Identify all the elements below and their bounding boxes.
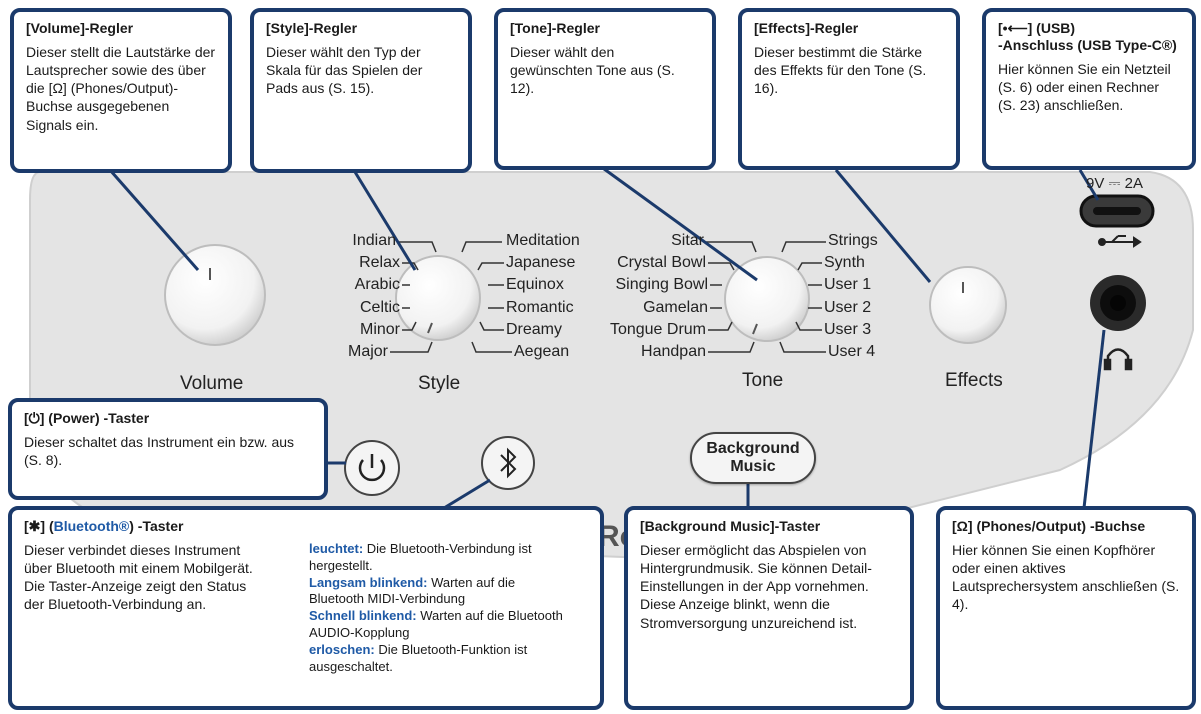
tone-label-user2: User 2 <box>824 299 872 316</box>
volume-knob <box>164 244 266 346</box>
style-label: Style <box>418 373 461 394</box>
callout-title: [⏻] (Power) -Taster <box>24 410 150 426</box>
panel-body <box>29 171 1194 562</box>
style-label-minor: Minor <box>359 321 400 338</box>
bluetooth-button <box>481 436 535 490</box>
callout-text: Dieser verbindet dieses Instrument über … <box>24 541 253 613</box>
tone-label-crystal-bowl: Crystal Bowl <box>617 254 706 271</box>
tone-label-singing-bowl: Singing Bowl <box>615 276 709 293</box>
tone-label-user3: User 3 <box>824 321 872 338</box>
callout-style: [Style]-Regler Dieser wählt den Typ der … <box>250 8 472 173</box>
tone-label-tongue-drum: Tongue Drum <box>609 321 706 338</box>
tone-label-synth: Synth <box>824 254 865 271</box>
tone-label-gamelan: Gamelan <box>643 299 708 316</box>
usb-symbol-icon <box>1098 235 1142 248</box>
style-label-relax: Relax <box>359 254 400 271</box>
callout-tone: [Tone]-Regler Dieser wählt den gewünscht… <box>494 8 716 170</box>
callout-title: [Background Music]-Taster <box>640 518 821 534</box>
callout-usb: [•⟵] (USB)-Anschluss (USB Type-C®) Hier … <box>982 8 1196 170</box>
bluetooth-state-item: leuchtet: Die Bluetooth-Verbindung ist h… <box>309 540 532 573</box>
callout-text: Dieser ermöglicht das Abspielen von Hint… <box>640 541 872 631</box>
callout-title: [Tone]-Regler <box>510 20 600 36</box>
style-label-aegean: Aegean <box>514 343 570 360</box>
tone-label-user4: User 4 <box>828 343 876 360</box>
callout-title: [Style]-Regler <box>266 20 358 36</box>
style-label-arabic: Arabic <box>354 276 400 293</box>
style-label-major: Major <box>347 343 388 360</box>
tone-label-sitar: Sitar <box>671 232 704 249</box>
style-label-romantic: Romantic <box>506 299 574 316</box>
callout-bluetooth: [✱] (Bluetooth®) -Taster Dieser verbinde… <box>8 506 604 710</box>
callout-text: Dieser schaltet das Instrument ein bzw. … <box>24 433 295 468</box>
phones-jack <box>1090 275 1146 331</box>
callout-text: Hier können Sie ein Netzteil (S. 6) oder… <box>998 60 1171 113</box>
effects-knob <box>929 266 1007 344</box>
style-label-dreamy: Dreamy <box>506 321 563 338</box>
tone-scale-lines <box>706 241 826 353</box>
bluetooth-state-list: leuchtet: Die Bluetooth-Verbindung ist h… <box>309 541 569 676</box>
headphones-icon <box>1103 348 1133 371</box>
callout-background-music: [Background Music]-Taster Dieser ermögli… <box>624 506 914 710</box>
style-label-meditation: Meditation <box>506 232 580 249</box>
callout-title: [•⟵] (USB)-Anschluss (USB Type-C®) <box>998 20 1177 53</box>
callout-title: [Effects]-Regler <box>754 20 859 36</box>
power-button <box>344 440 400 496</box>
tone-knob <box>724 256 810 342</box>
usb-power-rating: 9V ⎓ 2A <box>1086 175 1143 192</box>
leader-lines <box>108 164 1106 510</box>
effects-label: Effects <box>945 370 1003 391</box>
style-label-japanese: Japanese <box>506 254 576 271</box>
style-label-celtic: Celtic <box>359 299 400 316</box>
callout-title: [Volume]-Regler <box>26 20 134 36</box>
style-scale-lines <box>390 241 512 353</box>
callout-text: Hier können Sie einen Kopfhörer oder ein… <box>952 541 1180 613</box>
tone-label-handpan: Handpan <box>641 343 706 360</box>
style-label-indian: Indian <box>352 232 396 249</box>
callout-text: Dieser wählt den gewünschten Tone aus (S… <box>510 43 675 97</box>
callout-text: Dieser wählt den Typ der Skala für das S… <box>266 43 423 97</box>
callout-title: [Ω] (Phones/Output) -Buchse <box>952 518 1146 534</box>
callout-text: Dieser bestimmt die Stärke des Effekts f… <box>754 43 927 97</box>
bluetooth-state-item: Langsam blinkend: Warten auf die Bluetoo… <box>309 574 516 607</box>
callout-power: [⏻] (Power) -Taster Dieser schaltet das … <box>8 398 328 500</box>
callout-phones: [Ω] (Phones/Output) -Buchse Hier können … <box>936 506 1196 710</box>
tone-label-strings: Strings <box>828 232 878 249</box>
background-music-button[interactable]: Background Music <box>690 432 816 484</box>
tone-label-user1: User 1 <box>824 276 872 293</box>
callout-text: Dieser stellt die Lautstärke der Lautspr… <box>26 43 216 133</box>
usb-port <box>1079 194 1155 228</box>
style-label-equinox: Equinox <box>506 276 564 293</box>
callout-volume: [Volume]-Regler Dieser stellt die Lautst… <box>10 8 232 173</box>
bluetooth-state-item: erloschen: Die Bluetooth-Funktion ist au… <box>309 642 528 675</box>
callout-effects: [Effects]-Regler Dieser bestimmt die Stä… <box>738 8 960 170</box>
tone-label: Tone <box>742 370 784 391</box>
callout-title: [✱] (Bluetooth®) -Taster <box>24 518 184 534</box>
bluetooth-state-item: Schnell blinkend: Warten auf die Bluetoo… <box>309 608 563 641</box>
style-knob <box>395 255 481 341</box>
volume-label: Volume <box>180 373 244 394</box>
